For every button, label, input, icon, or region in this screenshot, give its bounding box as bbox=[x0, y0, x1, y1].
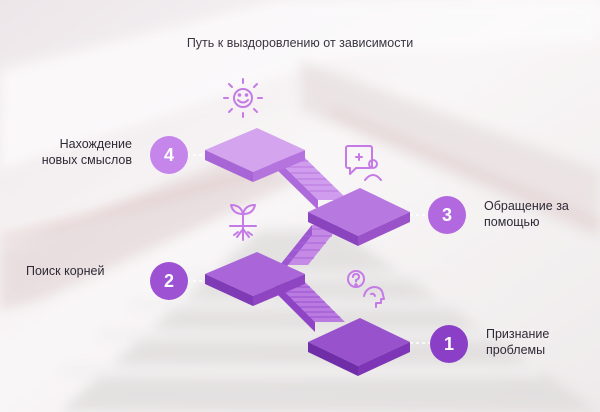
step-4-label: Нахождение новых смыслов bbox=[32, 136, 132, 168]
step-3-badge: 3 bbox=[428, 196, 466, 234]
diagram-title: Путь к выздоровлению от зависимости bbox=[186, 36, 414, 50]
question-head-icon bbox=[347, 270, 385, 308]
medical-help-icon bbox=[345, 145, 382, 181]
step-2-label-line1: Поиск корней bbox=[26, 264, 105, 278]
platform-3 bbox=[308, 188, 410, 246]
step-4-badge: 4 bbox=[150, 136, 188, 174]
platform-2 bbox=[205, 252, 305, 306]
step-4-label-line1: Нахождение bbox=[59, 137, 132, 151]
platform-1 bbox=[308, 318, 410, 376]
step-4-label-line2: новых смыслов bbox=[41, 153, 132, 167]
step-1-label-line1: Признание bbox=[486, 327, 550, 341]
step-3-label: Обращение за помощью bbox=[484, 198, 569, 230]
step-2-label: Поиск корней bbox=[26, 263, 104, 279]
step-3-label-line1: Обращение за bbox=[484, 199, 569, 213]
step-3-label-line2: помощью bbox=[484, 215, 540, 229]
stair-flight-2 bbox=[280, 225, 340, 275]
step-1-badge: 1 bbox=[430, 325, 468, 363]
step-1-label-line2: проблемы bbox=[486, 343, 546, 357]
step-1-label: Признание проблемы bbox=[486, 326, 549, 358]
connector-lines bbox=[187, 154, 430, 344]
platform-4 bbox=[205, 128, 305, 182]
step-2-badge: 2 bbox=[150, 262, 188, 300]
smiling-sun-icon bbox=[223, 78, 263, 118]
sprout-roots-icon bbox=[229, 204, 257, 241]
